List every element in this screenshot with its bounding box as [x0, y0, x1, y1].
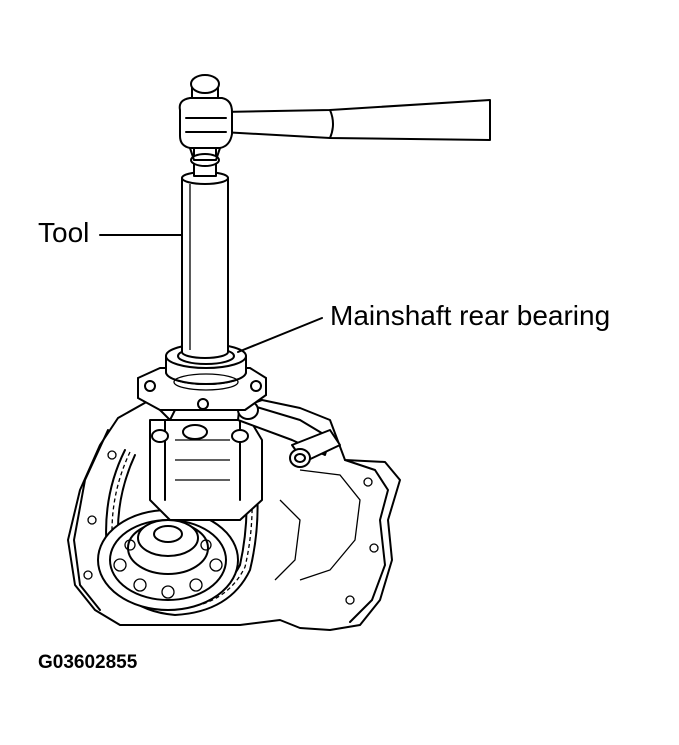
bearing-leader-line	[237, 317, 323, 353]
hammer	[178, 74, 491, 161]
tool-label: Tool	[38, 217, 90, 248]
gear-train	[149, 419, 263, 521]
sprocket-gear	[97, 509, 239, 611]
tool-driver	[181, 139, 229, 359]
figure-id: G03602855	[38, 652, 138, 673]
bearing-label: Mainshaft rear bearing	[330, 300, 611, 331]
